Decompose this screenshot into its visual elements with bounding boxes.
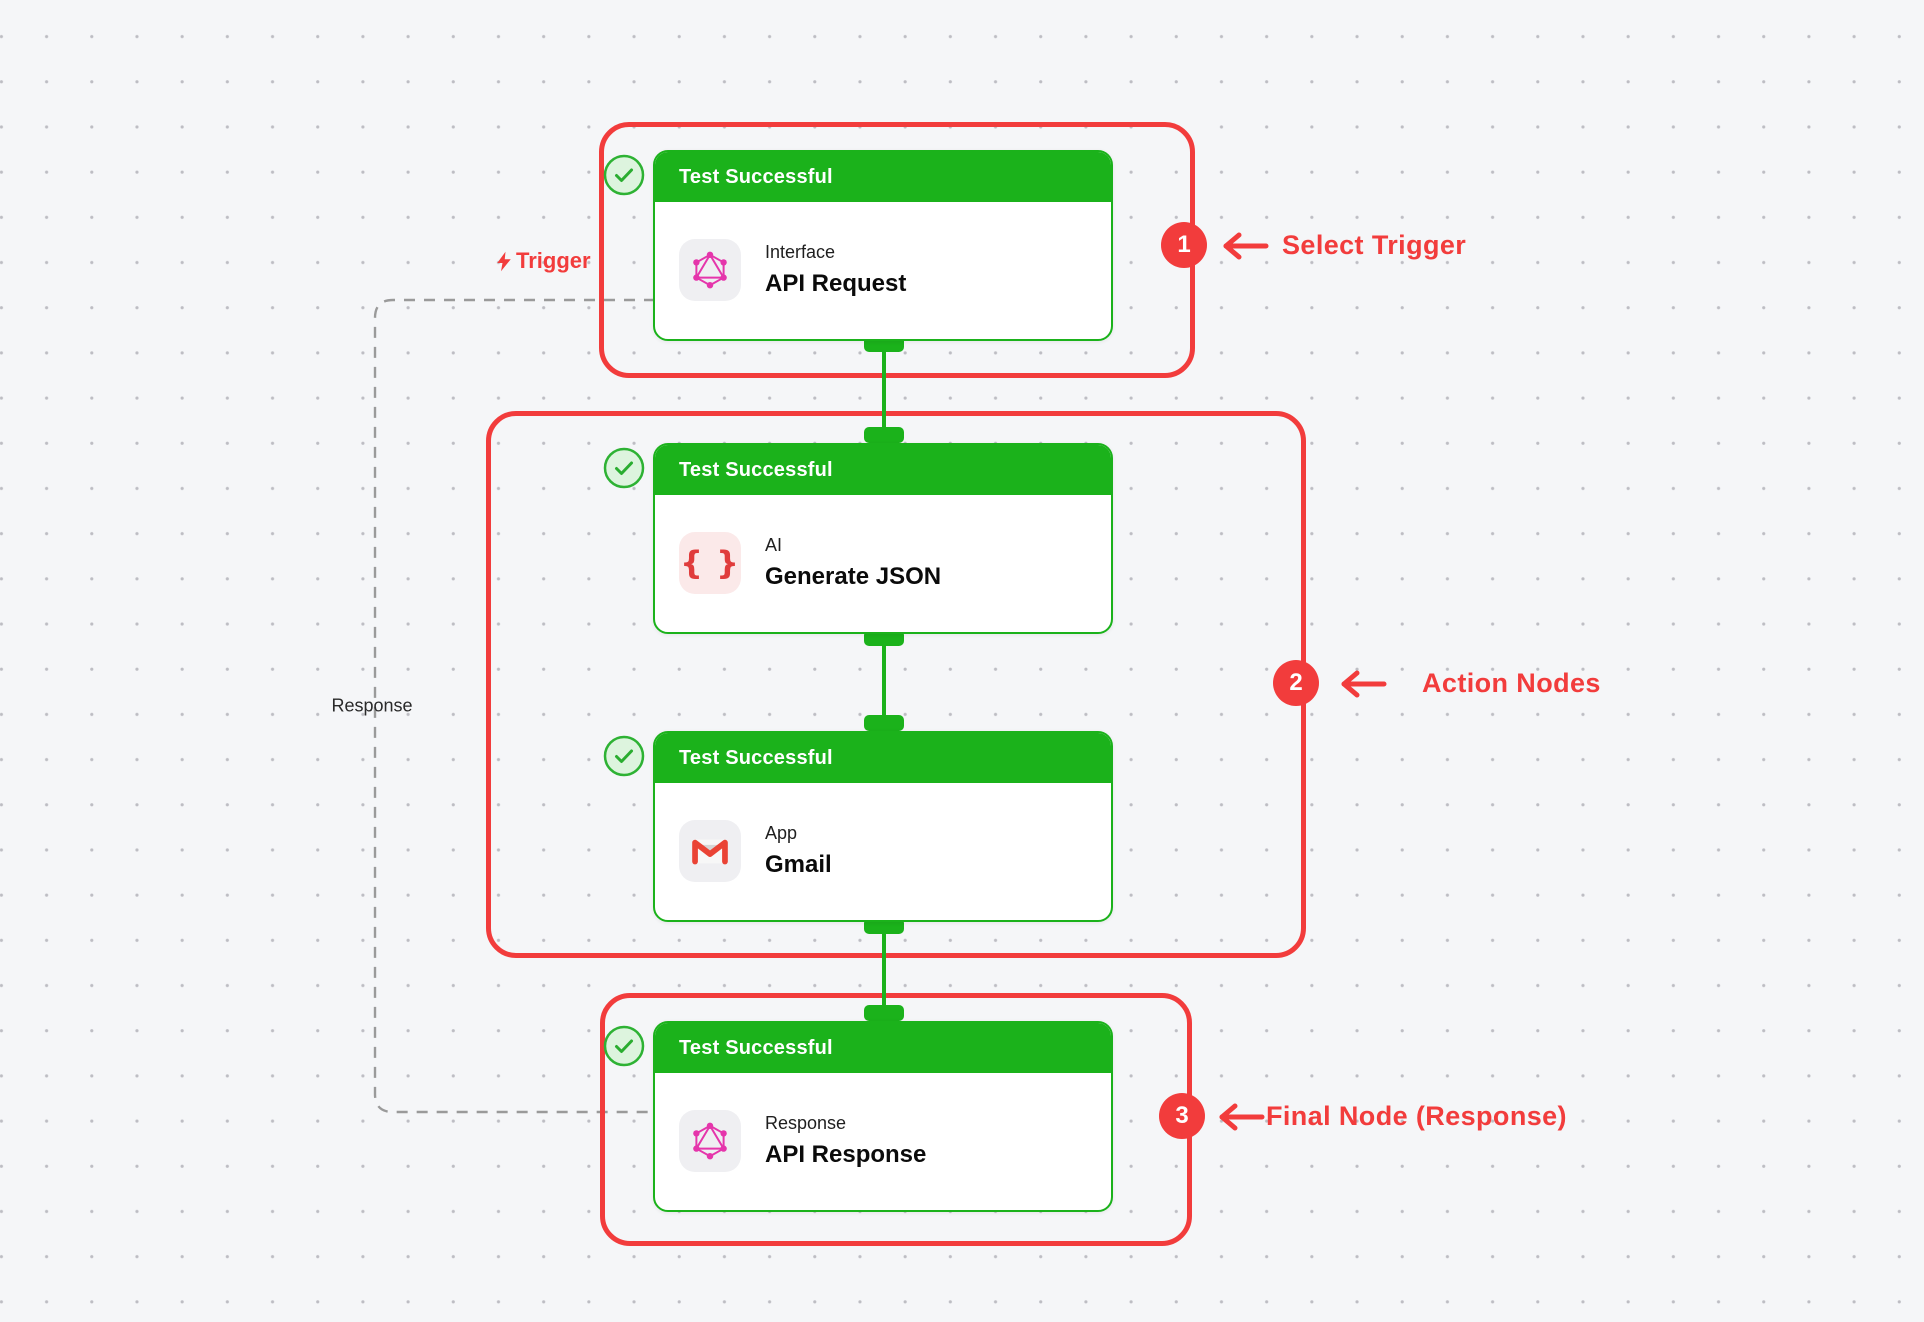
gmail-output-port[interactable] [864, 918, 904, 934]
annotation-badge-3: 3 [1159, 1093, 1205, 1139]
node-status-text: Test Successful [679, 746, 833, 769]
node-generate-json[interactable]: Test Successful { } AI Generate JSON [653, 443, 1113, 634]
api-response-input-port[interactable] [864, 1005, 904, 1021]
graphql-icon [679, 1110, 741, 1172]
node-api-response[interactable]: Test Successful Response API Response [653, 1021, 1113, 1212]
node-title: Gmail [765, 851, 832, 878]
node-status-bar: Test Successful [655, 152, 1111, 202]
trigger-edge-label: Trigger [495, 246, 591, 276]
annotation-badge-1: 1 [1161, 222, 1207, 268]
node-status-text: Test Successful [679, 1036, 833, 1059]
node-title: Generate JSON [765, 563, 942, 590]
node-title: API Response [765, 1141, 927, 1168]
gmail-input-port[interactable] [864, 715, 904, 731]
node-type-label: AI [765, 535, 783, 555]
response-edge-label: Response [331, 695, 413, 716]
node-type-label: App [765, 823, 798, 843]
node-status-bar: Test Successful [655, 733, 1111, 783]
test-success-check-icon [603, 1025, 645, 1067]
generate-json-output-port[interactable] [864, 630, 904, 646]
left-arrow-icon [1223, 232, 1269, 260]
gmail-icon [679, 820, 741, 882]
node-api-request[interactable]: Test Successful Interface API Request [653, 150, 1113, 341]
json-braces-icon: { } [679, 532, 741, 594]
left-arrow-icon [1219, 1103, 1265, 1131]
node-status-text: Test Successful [679, 458, 833, 481]
test-success-check-icon [603, 154, 645, 196]
node-status-bar: Test Successful [655, 445, 1111, 495]
node-body: Response API Response [655, 1073, 1111, 1209]
node-status-text: Test Successful [679, 165, 833, 188]
left-arrow-icon [1341, 670, 1387, 698]
connector-line [882, 348, 886, 1014]
generate-json-input-port[interactable] [864, 427, 904, 443]
test-success-check-icon [603, 447, 645, 489]
test-success-check-icon [603, 735, 645, 777]
annotation-badge-2: 2 [1273, 660, 1319, 706]
node-body: App Gmail [655, 783, 1111, 919]
node-status-bar: Test Successful [655, 1023, 1111, 1073]
annotation-final-node: Final Node (Response) [1266, 1101, 1567, 1131]
node-gmail[interactable]: Test Successful App Gmail [653, 731, 1113, 922]
node-type-label: Interface [765, 242, 836, 262]
node-type-label: Response [765, 1113, 847, 1133]
annotation-action-nodes: Action Nodes [1422, 668, 1601, 698]
node-body: Interface API Request [655, 202, 1111, 338]
graphql-icon [679, 239, 741, 301]
lightning-bolt-icon [497, 251, 511, 271]
node-title: API Request [765, 270, 907, 297]
node-body: { } AI Generate JSON [655, 495, 1111, 631]
annotation-select-trigger: Select Trigger [1282, 230, 1467, 260]
